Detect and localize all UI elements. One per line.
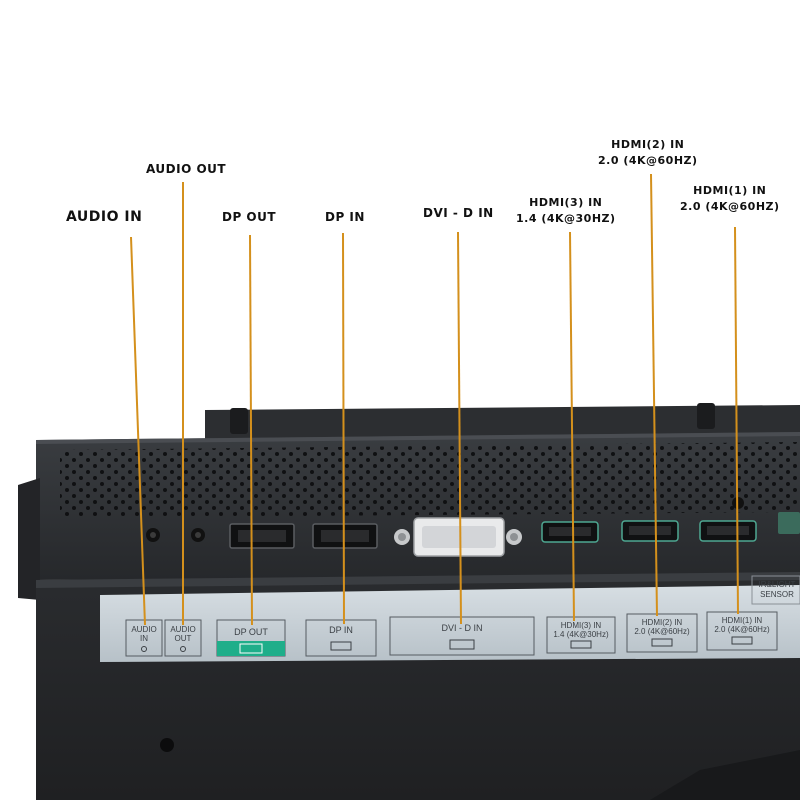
panel-labels: AUDIO IN AUDIO OUT DP OUT DP IN DVI - D … [125,575,800,657]
panel-audio-out-line1: AUDIO [170,625,195,634]
panel-audio-in-line2: IN [140,634,148,643]
panel-audio-in-line1: AUDIO [131,625,156,634]
callout-hdmi1: HDMI(1) IN 2.0 (4K@60HZ) [680,183,780,215]
port-row [146,497,800,557]
leader-audio-in [130,236,146,626]
callout-hdmi2-line1: HDMI(2) IN [611,138,685,151]
callout-hdmi1-line2: 2.0 (4K@60HZ) [680,200,780,213]
callout-dp-in: DP IN [325,209,365,225]
callout-audio-out: AUDIO OUT [146,161,226,177]
panel-ir-line1: IR&LIGHT [759,580,796,589]
leader-dvi-in [457,231,462,625]
panel-hdmi2-line2: 2.0 (4K@60Hz) [634,627,690,636]
panel-hdmi1-line1: HDMI(1) IN [722,616,763,625]
callout-hdmi1-line1: HDMI(1) IN [693,184,767,197]
chassis-top-rail [205,403,800,442]
panel-hdmi1-line2: 2.0 (4K@60Hz) [714,625,770,634]
leader-lines [130,173,739,626]
callout-dvi-in-text: DVI - D IN [423,206,494,220]
callout-hdmi3-line2: 1.4 (4K@30HZ) [516,212,616,225]
callout-dp-in-text: DP IN [325,210,365,224]
callout-audio-out-text: AUDIO OUT [146,162,227,176]
panel-dp-out: DP OUT [234,627,268,637]
chassis-left-flange [18,478,40,600]
callout-hdmi2: HDMI(2) IN 2.0 (4K@60HZ) [598,137,698,169]
panel-hdmi2-line1: HDMI(2) IN [642,618,683,627]
right-edge-connector [778,512,800,534]
panel-ir-line2: SENSOR [760,590,794,599]
callout-hdmi3: HDMI(3) IN 1.4 (4K@30HZ) [516,195,616,227]
callout-hdmi2-line2: 2.0 (4K@60HZ) [598,154,698,167]
chassis-rear-plate [36,432,800,580]
leader-hdmi1 [734,226,739,615]
callout-audio-in-text: AUDIO IN [66,209,143,225]
leader-dp-in [342,232,345,625]
leader-hdmi2 [650,173,658,617]
callout-dp-out: DP OUT [222,209,276,225]
callout-hdmi3-line1: HDMI(3) IN [529,196,603,209]
callout-dvi-in: DVI - D IN [423,205,494,221]
leader-dp-out [249,234,253,626]
panel-hdmi3-line1: HDMI(3) IN [561,621,602,630]
panel-dvi-in: DVI - D IN [441,623,482,633]
callout-dp-out-text: DP OUT [222,210,277,224]
panel-hdmi3-line2: 1.4 (4K@30Hz) [553,630,609,639]
leader-hdmi3 [569,231,575,622]
panel-audio-out-line2: OUT [175,634,192,643]
callout-audio-in: AUDIO IN [66,209,142,225]
dp-out-accent [217,641,285,656]
panel-dp-in: DP IN [329,625,353,635]
